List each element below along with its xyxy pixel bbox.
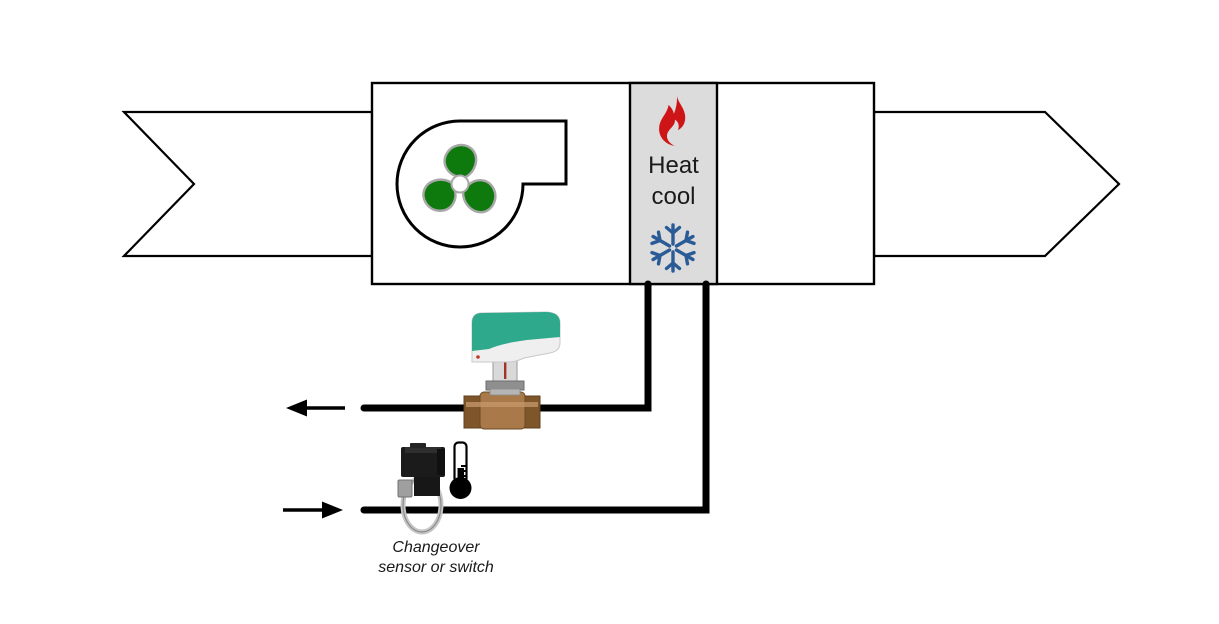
flow-right-arrow-icon — [283, 501, 343, 519]
flame-shape — [659, 96, 686, 146]
valve-body-center — [479, 391, 526, 430]
sensor-caption-line2: sensor or switch — [378, 559, 494, 576]
return-pipe — [360, 280, 710, 514]
flow-left-arrow-icon — [286, 399, 345, 417]
coil-mode-label: Heat cool — [630, 150, 717, 212]
sensor-head-ridge — [410, 443, 426, 448]
supply-pipe — [360, 280, 652, 412]
thermometer-bulb — [449, 477, 472, 499]
changeover-sensor-icon — [397, 443, 445, 535]
valve-actuator-cap — [472, 312, 560, 351]
valve-actuator-led — [476, 355, 480, 359]
valve-body-highlight — [466, 402, 538, 407]
valve-collar-ring — [489, 388, 521, 396]
valve-stem-indicator — [504, 362, 507, 379]
thermometer-mercury — [457, 468, 464, 483]
sensor-caption-line1: Changeover — [392, 539, 480, 556]
sensor-head-side-face — [437, 449, 445, 475]
flame-icon — [659, 96, 686, 146]
fan-icon — [395, 119, 568, 249]
thermometer-icon — [449, 441, 472, 499]
sensor-clamp-screw — [397, 479, 413, 498]
air-duct-outlet-arrow — [872, 110, 1121, 258]
snowflake-icon — [650, 223, 696, 273]
sensor-foot — [414, 477, 440, 496]
snowflake-arms — [650, 223, 696, 273]
fan-blade — [443, 143, 478, 180]
sensor-caption: Changeover sensor or switch — [340, 538, 532, 578]
heat-label: Heat — [648, 152, 699, 179]
fan-hub — [450, 174, 470, 194]
air-duct-inlet-arrow — [121, 110, 374, 258]
cool-label: cool — [651, 183, 696, 210]
zone-valve-icon — [463, 311, 561, 430]
sensor-head — [401, 447, 445, 477]
sensor-head-top-face — [405, 447, 441, 453]
